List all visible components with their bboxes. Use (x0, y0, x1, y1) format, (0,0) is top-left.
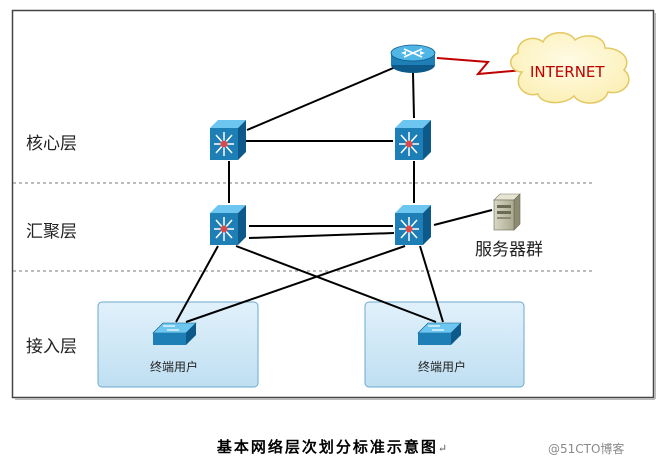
link-router-core-right (412, 72, 415, 119)
wan-link (436, 57, 525, 76)
access-group-label-right: 终端用户 (418, 359, 466, 374)
link-agg-right-access-right (419, 245, 444, 323)
workgroup-switch-icon (152, 322, 197, 345)
link-agg-right-server (433, 209, 493, 226)
layer3-switch-icon (395, 205, 431, 245)
layer3-switch-icon (210, 205, 246, 245)
server-icon (493, 193, 521, 231)
link-agg-left-core-right (248, 232, 395, 239)
server-group-label: 服务器群 (475, 240, 543, 260)
access-group-label-left: 终端用户 (150, 359, 198, 374)
workgroup-switch-icon (417, 322, 462, 345)
router-icon (390, 44, 436, 73)
links (175, 65, 493, 323)
link-agg-left-access-left (175, 245, 219, 323)
caption-text: 基本网络层次划分标准示意图 (216, 438, 438, 456)
figure-caption: 基本网络层次划分标准示意图↵ (0, 436, 664, 457)
layer-label-core: 核心层 (26, 134, 77, 154)
link-agg-left-access-right (235, 245, 437, 323)
caption-return-mark: ↵ (437, 442, 448, 455)
link-router-core-left (246, 65, 399, 131)
layer-label-access: 接入层 (26, 337, 77, 357)
internet-label: INTERNET (530, 63, 605, 81)
watermark: @51CTO博客 (548, 442, 625, 456)
layer-label-aggregation: 汇聚层 (26, 222, 77, 242)
layer3-switch-icon (210, 120, 246, 160)
layer3-switch-icon (395, 120, 431, 160)
cloud-icon (510, 32, 630, 104)
link-agg-right-access-left (185, 245, 406, 323)
